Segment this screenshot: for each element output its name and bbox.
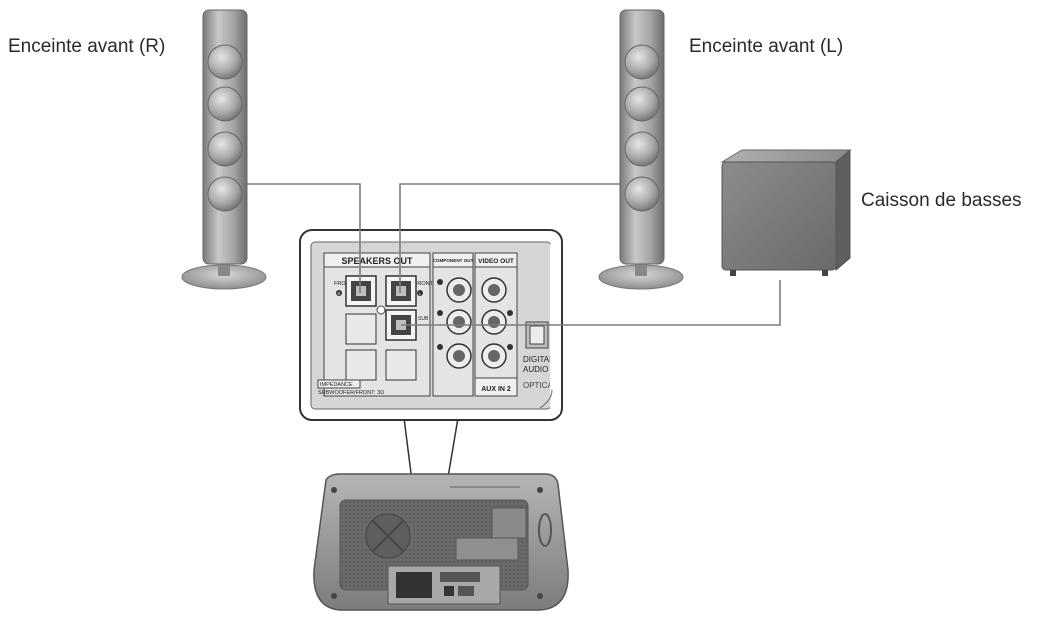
front-l-terminal (385, 275, 417, 307)
main-unit-rear (313, 473, 569, 611)
front-right-speaker (181, 9, 267, 290)
digital-audio-label-2: AUDIO (523, 365, 548, 374)
subwoofer-label: Caisson de basses (861, 190, 1022, 211)
optical-label: OPTICAL (523, 381, 558, 390)
subwoofer-cable (401, 280, 781, 326)
subwoofer (720, 148, 852, 276)
video-out-label: VIDEO OUT (478, 258, 514, 265)
front-left-cable (399, 183, 620, 293)
front-r-terminal (345, 275, 377, 307)
impedance-label: IMPEDANCE (320, 382, 353, 388)
front-right-speaker-label: Enceinte avant (R) (8, 36, 166, 57)
front-r-terminal-label: FRONT (334, 281, 354, 287)
impedance-value: SUBWOOFER/FRONT: 3Ω (318, 390, 384, 396)
cables (247, 183, 781, 326)
front-l-terminal-label: FRONT (414, 281, 434, 287)
speakers-out-label: SPEAKERS OUT (341, 256, 413, 266)
sub-terminal-label: SUB (418, 316, 429, 322)
aux-in-2-label: AUX IN 2 (481, 386, 511, 393)
digital-audio-label-1: DIGITAL (523, 355, 554, 364)
front-right-cable (247, 183, 361, 293)
component-out-label: COMPONENT OUT (433, 258, 474, 263)
svg-text:R: R (338, 291, 341, 296)
front-left-speaker-label: Enceinte avant (L) (689, 36, 844, 57)
svg-text:L: L (419, 291, 422, 296)
front-left-speaker (598, 9, 684, 290)
